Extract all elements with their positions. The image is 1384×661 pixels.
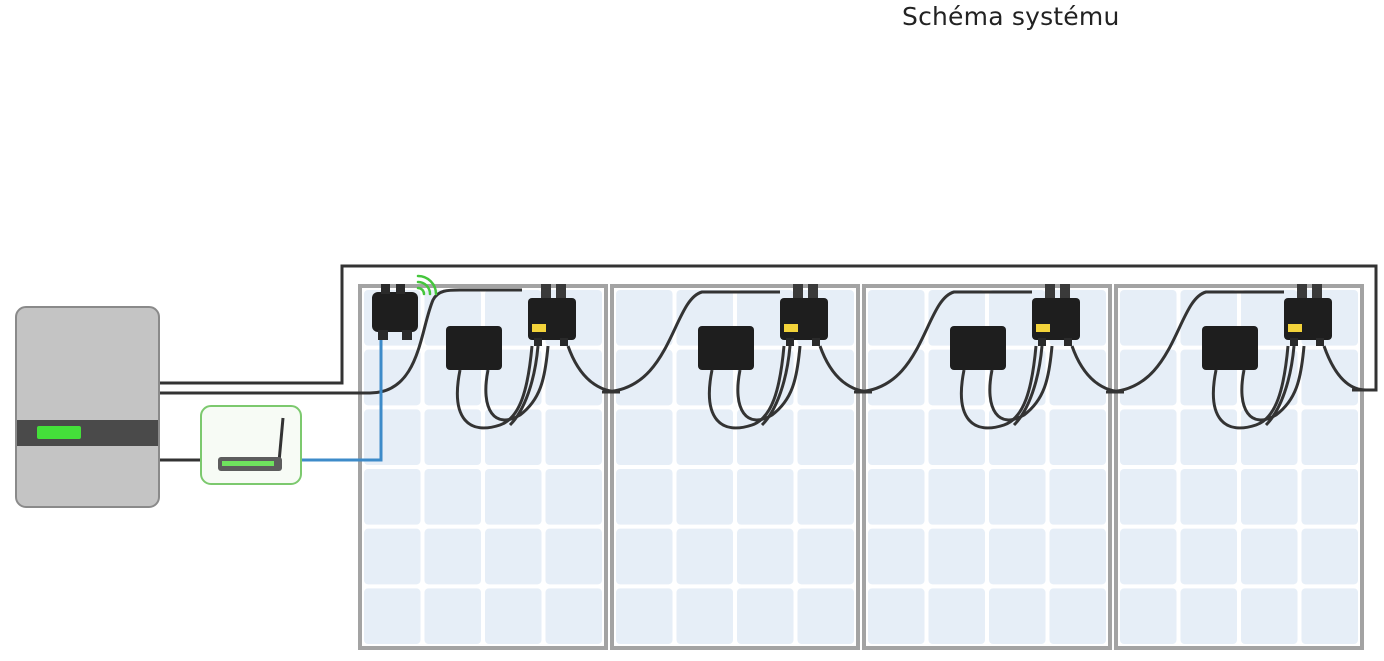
lead-cable	[818, 290, 1032, 394]
status-led	[37, 426, 81, 439]
optimizer-icon	[1284, 284, 1332, 346]
lead-cable	[707, 345, 786, 430]
junction-box-icon	[446, 326, 502, 370]
optimizer-icon	[1032, 284, 1080, 346]
junction-box-icon	[698, 326, 754, 370]
optimizer-icon	[528, 284, 576, 346]
junction-box-icon	[1202, 326, 1258, 370]
return-cable	[160, 264, 1378, 392]
wifi-transceiver-icon	[372, 274, 438, 340]
lead-cable	[1264, 345, 1296, 427]
lead-cable	[736, 345, 802, 422]
lead-cable	[566, 290, 780, 394]
diagram-title: Schéma systému	[902, 2, 1120, 31]
lead-cable	[1240, 345, 1306, 422]
router-icon	[200, 405, 302, 485]
module-devices	[446, 284, 1332, 370]
lead-cable	[1211, 345, 1290, 430]
junction-box-icon	[950, 326, 1006, 370]
lead-cable	[959, 345, 1038, 430]
inverter-icon	[15, 306, 160, 508]
lead-cable	[484, 345, 550, 422]
signal-cable	[300, 340, 383, 462]
solar-panel-icon	[610, 284, 860, 650]
string-cable	[160, 288, 522, 395]
cabling	[160, 264, 1378, 462]
solar-panel-icon	[862, 284, 1112, 650]
lead-cable	[988, 345, 1054, 422]
lead-cable	[1070, 290, 1284, 394]
optimizer-icon	[780, 284, 828, 346]
lead-cable	[760, 345, 792, 427]
lead-cable	[455, 345, 534, 430]
lead-cable	[1012, 345, 1044, 427]
lead-cable	[1322, 345, 1367, 392]
lead-cable	[508, 345, 540, 427]
wifi-icon	[416, 274, 438, 296]
